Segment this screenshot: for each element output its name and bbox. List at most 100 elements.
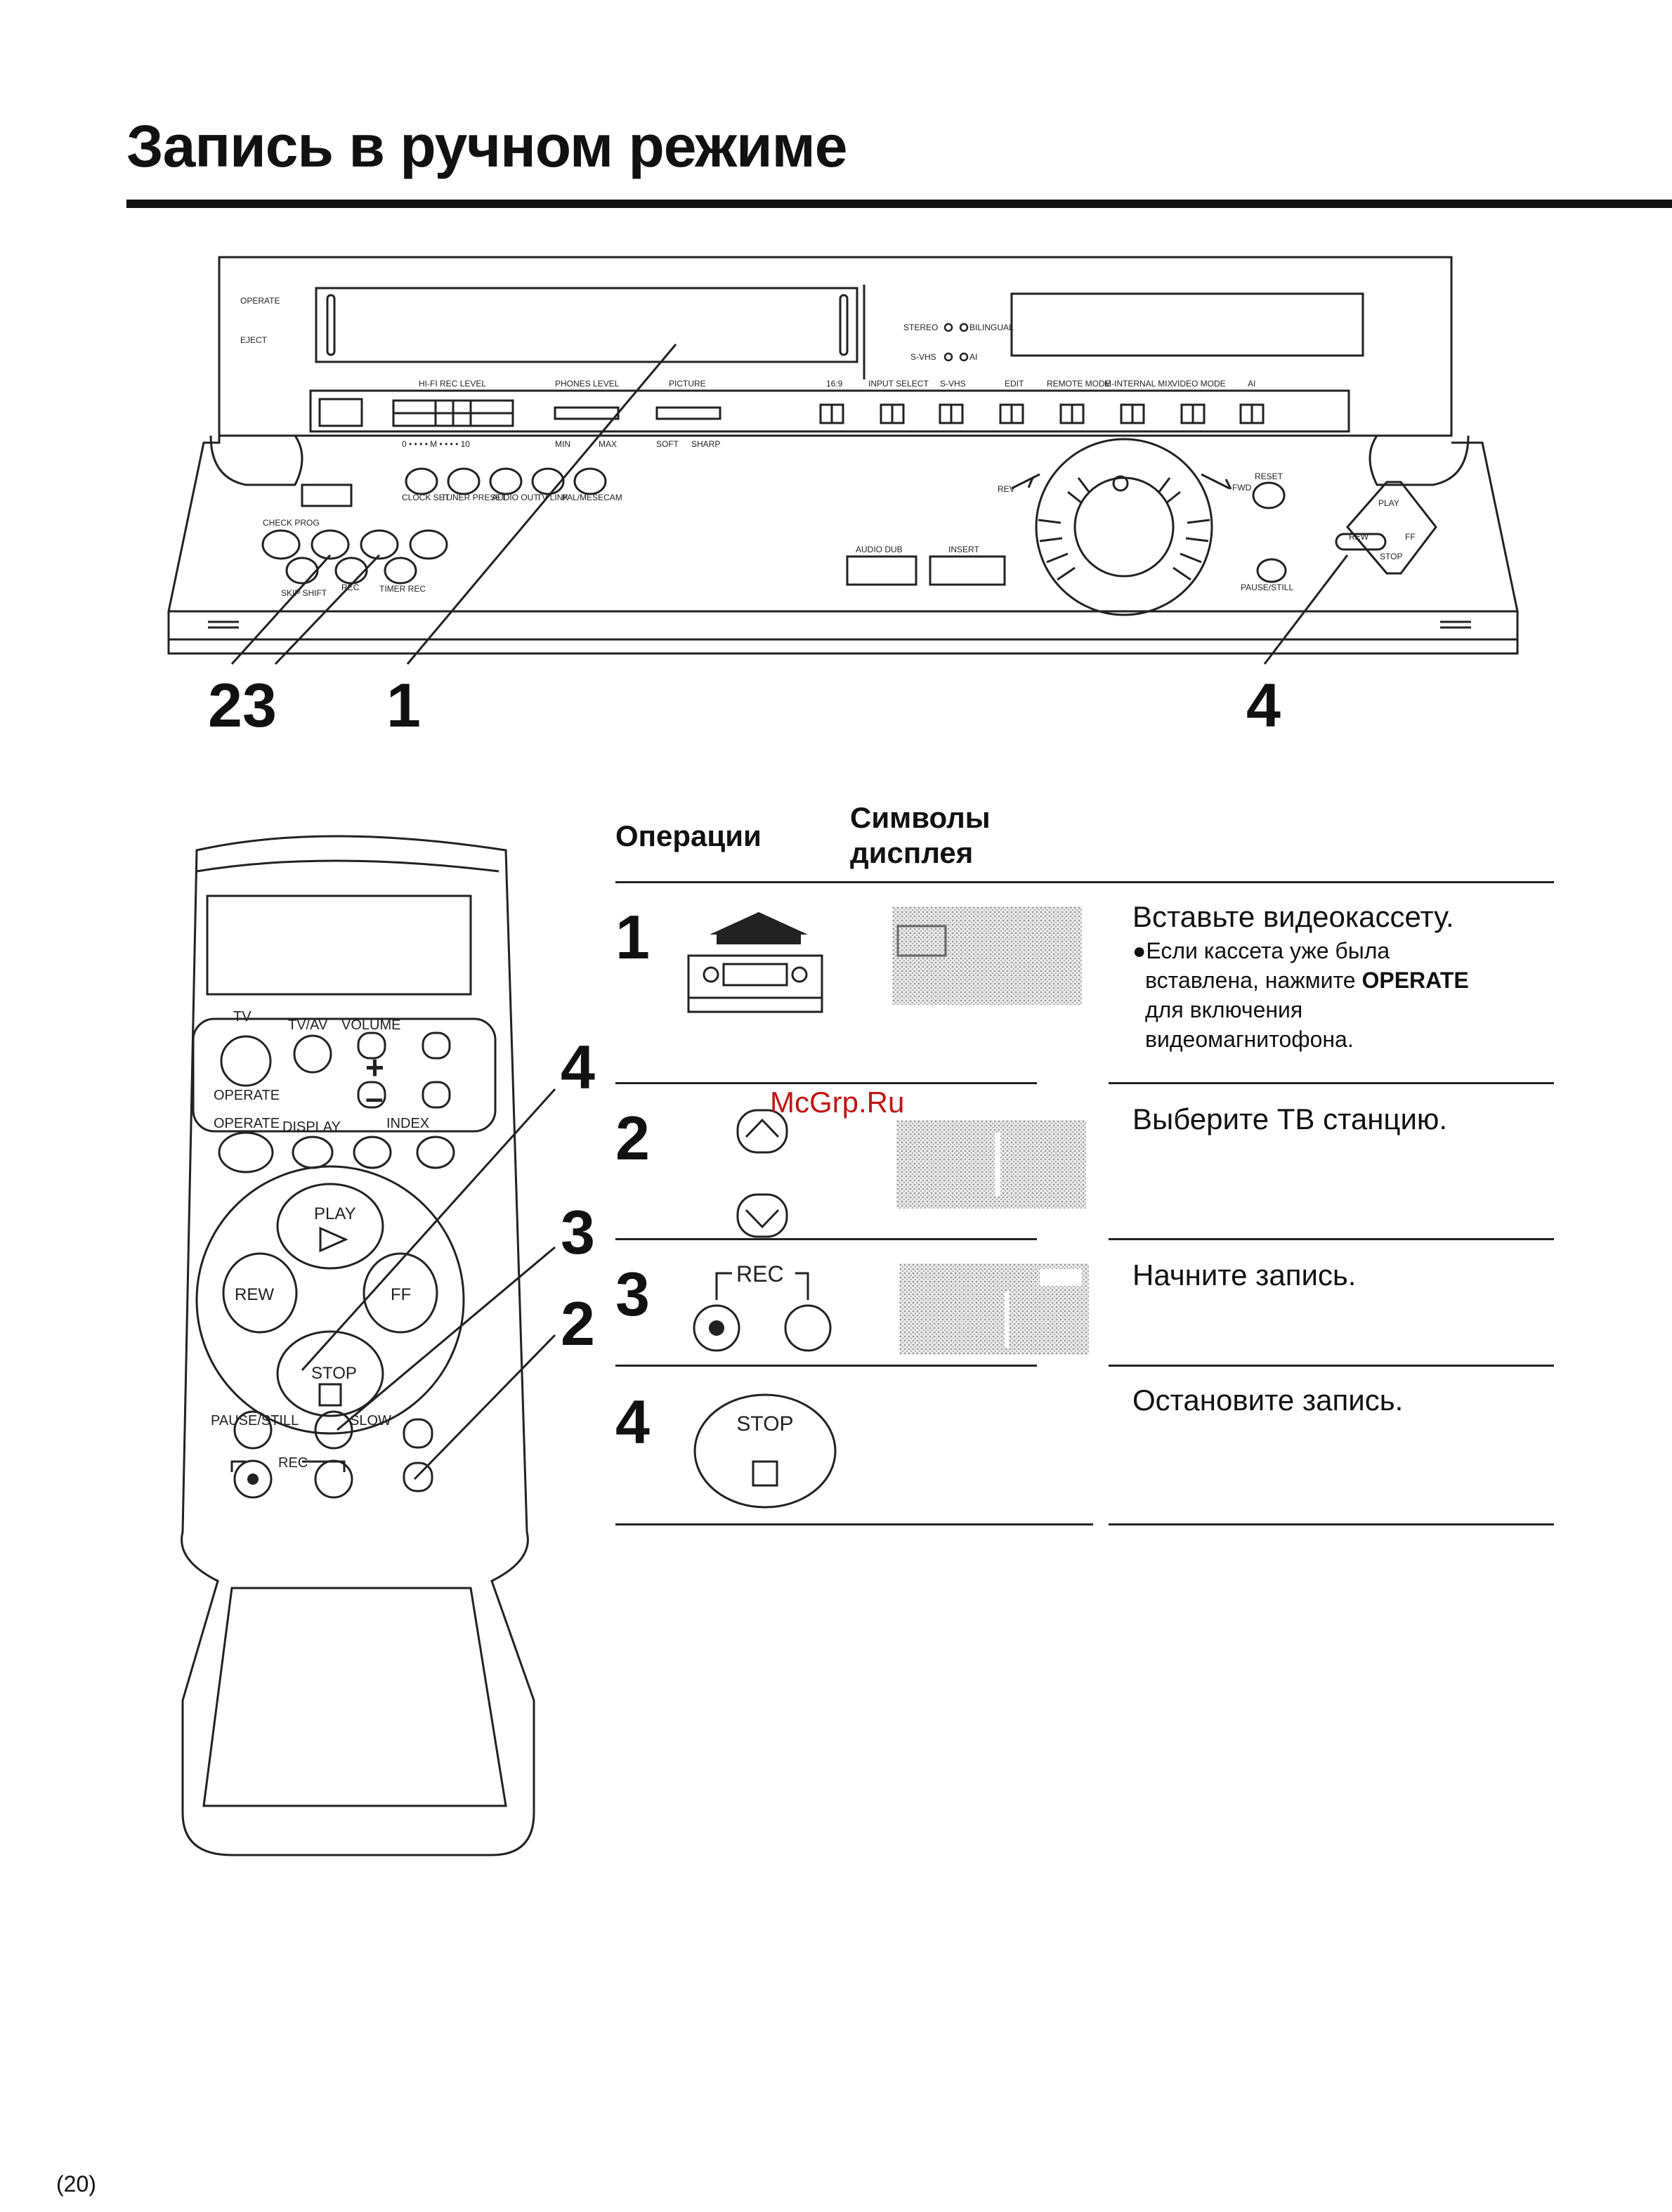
vcr-stop-label: STOP [1380, 552, 1402, 561]
table-rule-2b [1109, 1238, 1554, 1240]
vcr-picture-label: PICTURE [669, 379, 706, 389]
vcr-bilingual-label: BILINGUAL [969, 323, 1014, 332]
vcr-eject-label: EJECT [240, 335, 268, 345]
cassette-insert-icon [687, 912, 823, 1013]
remote-pause-still-label: PAUSE/STILL [211, 1413, 299, 1429]
rec-label: REC [736, 1265, 784, 1287]
column-symbols-line1: Символы [850, 801, 991, 834]
vcr-phones-level-label: PHONES LEVEL [555, 379, 620, 389]
page-title: Запись в ручном режиме [126, 113, 847, 179]
vcr-timer-rec-label: TIMER REC [379, 584, 426, 594]
remote-volume-label: VOLUME [341, 1017, 400, 1033]
operate-keyword: OPERATE [1361, 968, 1469, 993]
step-1-note-line1: ●Если кассета уже была [1132, 938, 1390, 963]
remote-tv-av-label: TV/AV [288, 1017, 328, 1033]
remote-slow-label: SLOW [350, 1413, 391, 1429]
table-rule-2a [615, 1238, 1037, 1240]
remote-index-label: INDEX [386, 1116, 429, 1131]
vcr-skip-shift-label: SKIP SHIFT [281, 588, 327, 598]
step-2-number: 2 [615, 1103, 650, 1173]
step-4-number: 4 [615, 1387, 650, 1457]
remote-ff-label: FF [391, 1285, 411, 1304]
column-operations: Операции [615, 819, 762, 852]
display-cassette-symbol [892, 906, 1082, 1005]
remote-callout-3: 3 [561, 1197, 595, 1267]
vcr-insert-label: INSERT [948, 545, 979, 554]
remote-stop-label: STOP [311, 1364, 357, 1383]
vcr-clock-set-label: CLOCK SET [402, 493, 450, 502]
vcr-hifi-rec-level-label: HI-FI REC LEVEL [419, 379, 486, 389]
vcr-reset-label: RESET [1255, 471, 1284, 481]
title-rule [126, 200, 1672, 208]
vcr-callout-4: 4 [1246, 670, 1281, 740]
vcr-rev-label: REV [998, 484, 1015, 494]
remote-operate-label: OPERATE [214, 1116, 280, 1131]
channel-up-down-icon [736, 1109, 788, 1238]
table-rule-4a [615, 1523, 1093, 1525]
stop-label: STOP [736, 1412, 793, 1436]
table-rule-top [615, 881, 1554, 883]
step-2-text: Выберите ТВ станцию. [1132, 1102, 1448, 1136]
column-symbols-line2: дисплея [850, 836, 974, 869]
vcr-ai-label: AI [1248, 379, 1255, 389]
vcr-tuner-preset-label: TUNER PRESET [441, 493, 507, 502]
table-rule-3b [1109, 1365, 1554, 1367]
step-1-number: 1 [615, 902, 650, 972]
vcr-remote-mode-label: REMOTE MODE [1047, 379, 1111, 389]
step-1-note-line3: для включения [1145, 997, 1303, 1022]
vcr-video-mode-label: VIDEO MODE [1172, 379, 1226, 389]
vcr-169-label: 16:9 [826, 379, 843, 389]
vcr-front-panel: OPERATE EJECT STEREO BILINGUAL S-VHS AI … [167, 256, 1519, 665]
table-rule-3a [615, 1365, 1037, 1367]
step-3-number: 3 [615, 1259, 650, 1329]
remote-play-label: PLAY [314, 1204, 356, 1223]
vcr-sharp-label: SHARP [691, 439, 720, 449]
watermark: McGrp.Ru [770, 1086, 905, 1119]
vcr-m-internal-mix-label: M-INTERNAL MIX [1104, 379, 1173, 389]
remote-display-label: DISPLAY [282, 1119, 341, 1135]
vcr-ai-indicator-label: AI [969, 352, 977, 362]
remote-callout-4: 4 [561, 1032, 595, 1102]
vcr-check-prog-label: CHECK PROG [263, 518, 320, 528]
vcr-audio-out-label: AUDIO OUT [492, 493, 539, 502]
vcr-level-scale: 0 • • • • M • • • • 10 [402, 439, 470, 449]
vcr-pal-mesecam-label: PAL/MESECAM [562, 493, 622, 502]
table-rule-1a [615, 1082, 1037, 1084]
page-number: (20) [56, 2171, 96, 2197]
step-1-text: Вставьте видеокассету. [1132, 900, 1454, 933]
remote-rec-label: REC [278, 1455, 308, 1471]
vcr-operate-label: OPERATE [240, 296, 280, 306]
vcr-pause-still-label: PAUSE/STILL [1241, 583, 1293, 592]
vcr-stereo-label: STEREO [903, 323, 938, 332]
step-1-note-line2: вставлена, нажмите OPERATE [1145, 968, 1469, 993]
step-4-text: Остановите запись. [1132, 1384, 1404, 1417]
remote-tv-label: TV [233, 1009, 252, 1024]
remote-callout-2: 2 [561, 1289, 595, 1358]
display-channel-symbol [896, 1120, 1086, 1209]
vcr-audio-dub-label: AUDIO DUB [856, 545, 903, 554]
vcr-svhs-indicator-label: S-VHS [910, 352, 936, 362]
vcr-input-select-label: INPUT SELECT [868, 379, 929, 389]
stop-button-icon: STOP [693, 1393, 837, 1509]
vcr-play-label: PLAY [1378, 498, 1399, 508]
vcr-min-label: MIN [555, 439, 570, 449]
table-rule-4b [1109, 1523, 1554, 1525]
step-3-text: Начните запись. [1132, 1258, 1357, 1292]
display-rec-symbol [899, 1263, 1089, 1355]
vcr-callout-1: 1 [386, 670, 421, 740]
vcr-soft-label: SOFT [656, 439, 679, 449]
remote-control: TV TV/AV VOLUME OPERATE OPERATE DISPLAY … [181, 835, 556, 1856]
step-1-note-line4: видеомагнитофона. [1145, 1027, 1354, 1052]
remote-rew-label: REW [235, 1285, 274, 1304]
vcr-ff-label: FF [1405, 532, 1416, 542]
vcr-fwd-label: FWD [1232, 483, 1252, 493]
vcr-rew-label: REW [1349, 532, 1369, 542]
vcr-max-label: MAX [599, 439, 617, 449]
vcr-svhs-label: S-VHS [940, 379, 966, 389]
rec-buttons-icon: REC [693, 1265, 832, 1352]
table-rule-1b [1109, 1082, 1554, 1084]
vcr-edit-label: EDIT [1005, 379, 1024, 389]
vcr-callout-23: 23 [208, 670, 277, 740]
remote-vol-plus-icon: + [365, 1049, 384, 1086]
remote-operate-tv-label: OPERATE [214, 1088, 280, 1103]
